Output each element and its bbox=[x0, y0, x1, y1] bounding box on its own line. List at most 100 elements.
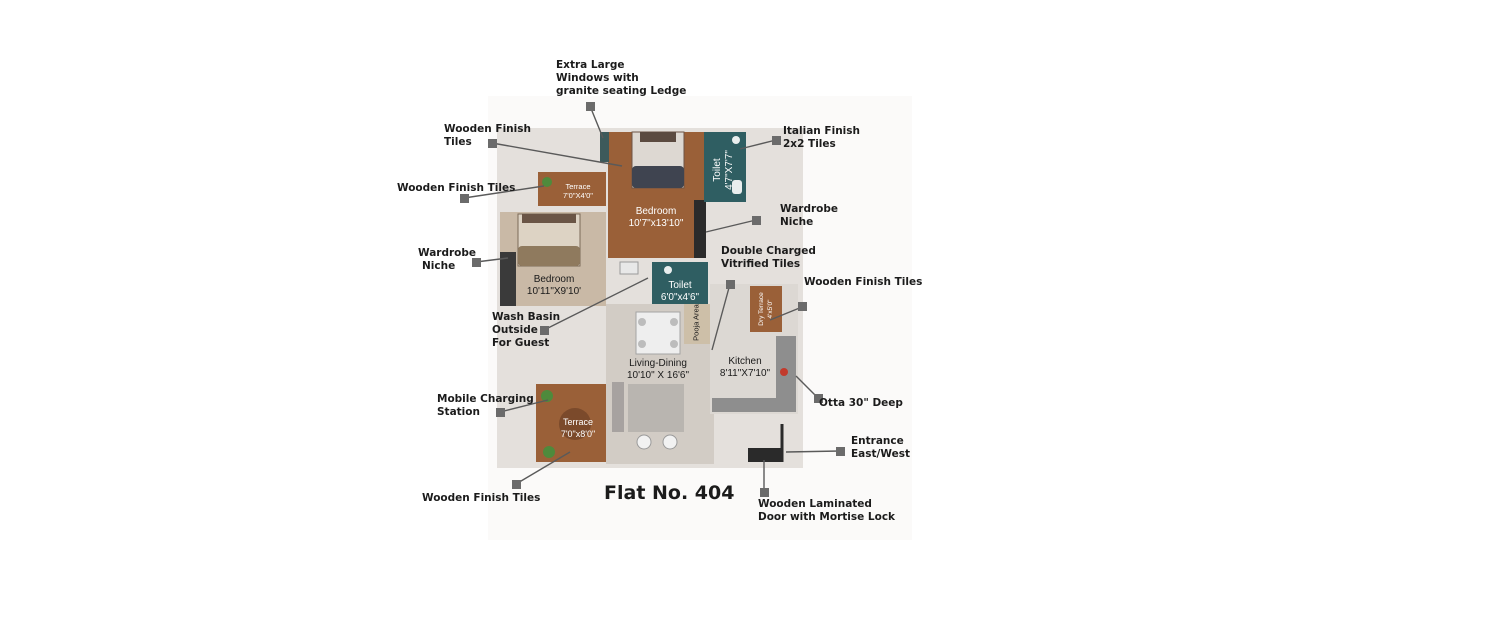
room-name: Toilet bbox=[668, 280, 692, 291]
callout-italian-tiles: Italian Finish 2x2 Tiles bbox=[783, 125, 860, 151]
callout-line: Double Charged bbox=[721, 245, 816, 257]
room-size: 6'0"x4'6" bbox=[660, 292, 700, 303]
second-bed-headboard bbox=[522, 214, 576, 223]
callout-door: Wooden Laminated Door with Mortise Lock bbox=[758, 498, 895, 524]
room-name: Pooja Area bbox=[691, 304, 701, 341]
callout-wood-tiles-bottom: Wooden Finish Tiles bbox=[422, 492, 540, 505]
room-label-living-dining: Living-Dining 10'10" X 16'6" bbox=[608, 358, 708, 382]
terrace-bottom-plant bbox=[541, 390, 553, 402]
room-label-bottom-terrace: Terrace 7'0"x8'0" bbox=[548, 416, 608, 440]
pooja-area-floor bbox=[684, 304, 710, 344]
callout-entrance: Entrance East/West bbox=[851, 435, 910, 461]
callout-line: Wardrobe bbox=[780, 203, 839, 215]
room-name: Bedroom bbox=[635, 206, 677, 217]
room-label-kitchen: Kitchen 8'11"X7'10" bbox=[712, 356, 778, 380]
room-size: 7'0"X4'0" bbox=[563, 191, 593, 200]
callout-line: East/West bbox=[851, 448, 910, 460]
callout-line: Wooden Finish Tiles bbox=[804, 276, 923, 288]
toilet-main-basin bbox=[732, 136, 740, 144]
callout-wardrobe-niche-right: Wardrobe Niche bbox=[780, 203, 838, 229]
callout-line: granite seating Ledge bbox=[556, 85, 687, 97]
living-chair bbox=[636, 434, 652, 450]
callout-wood-tiles-dry: Wooden Finish Tiles bbox=[804, 276, 922, 289]
room-name: Living-Dining bbox=[629, 358, 687, 369]
callout-line: Otta 30" Deep bbox=[819, 397, 903, 409]
room-name: Terrace bbox=[565, 182, 591, 191]
callout-line: Entrance bbox=[851, 435, 904, 447]
room-name: Bedroom bbox=[533, 274, 575, 285]
kitchen-platform-bottom bbox=[712, 398, 788, 412]
main-bed-blanket bbox=[632, 166, 684, 188]
callout-otta: Otta 30" Deep bbox=[819, 397, 903, 410]
callout-line: Wardrobe bbox=[418, 247, 477, 259]
room-size: 4'7"X7'7" bbox=[724, 150, 735, 190]
callout-line: Wooden Finish Tiles bbox=[397, 182, 516, 194]
callout-markers bbox=[460, 102, 845, 497]
callout-line: Wooden Laminated bbox=[758, 498, 872, 510]
dining-chair bbox=[638, 318, 646, 326]
callout-line: Tiles bbox=[444, 136, 472, 148]
room-label-second-bedroom: Bedroom 10'11"X9'10' bbox=[508, 274, 600, 298]
callout-wardrobe-niche-left: Wardrobe Niche bbox=[418, 247, 476, 273]
callout-line: Niche bbox=[422, 260, 456, 272]
living-sofa bbox=[612, 382, 624, 432]
room-name: Toilet bbox=[712, 158, 723, 182]
entrance-door bbox=[748, 448, 782, 462]
window-ledge bbox=[600, 132, 609, 162]
second-bed-blanket bbox=[518, 246, 580, 266]
room-size: 8'11"X7'10" bbox=[719, 368, 771, 379]
room-size: 10'11"X9'10' bbox=[526, 286, 582, 297]
callout-wood-tiles-bedroom: Wooden Finish Tiles bbox=[444, 123, 531, 149]
callout-line: For Guest bbox=[492, 337, 550, 349]
room-label-pooja: Pooja Area bbox=[692, 301, 701, 345]
callout-line: Wash Basin bbox=[492, 311, 561, 323]
room-name: Kitchen bbox=[728, 356, 762, 367]
callout-line: 2x2 Tiles bbox=[783, 138, 836, 150]
room-size: 10'10" X 16'6" bbox=[626, 370, 690, 381]
kitchen-hob bbox=[780, 368, 788, 376]
room-label-dry-terrace: Dry Terrace 4'x5'0" bbox=[757, 281, 775, 337]
dining-chair bbox=[638, 340, 646, 348]
callout-line: Station bbox=[437, 406, 480, 418]
room-label-main-bedroom: Bedroom 10'7"x13'10" bbox=[612, 206, 700, 230]
wardrobe-left bbox=[500, 252, 516, 306]
callout-line: Outside bbox=[492, 324, 538, 336]
callout-line: Italian Finish bbox=[783, 125, 860, 137]
room-size: 4'x5'0" bbox=[767, 299, 774, 319]
living-rug bbox=[628, 384, 684, 432]
callout-wash-basin: Wash Basin Outside For Guest bbox=[492, 311, 560, 350]
dry-terrace-floor bbox=[750, 286, 782, 332]
room-name: Dry Terrace bbox=[758, 292, 765, 326]
callout-line: Vitrified Tiles bbox=[721, 258, 801, 270]
terrace-bottom-plant bbox=[543, 446, 555, 458]
room-label-common-toilet: Toilet 6'0"x4'6" bbox=[652, 280, 708, 304]
plan-title: Flat No. 404 bbox=[604, 482, 735, 504]
callout-line: Windows with bbox=[556, 72, 639, 84]
dining-chair bbox=[670, 318, 678, 326]
callout-line: Mobile Charging bbox=[437, 393, 534, 405]
wash-basin bbox=[619, 261, 639, 275]
callout-mobile-charging: Mobile Charging Station bbox=[437, 393, 534, 419]
toilet-common-floor bbox=[652, 262, 708, 304]
dining-chair bbox=[670, 340, 678, 348]
toilet-main-wc bbox=[732, 180, 742, 194]
room-size: 7'0"x8'0" bbox=[560, 429, 596, 439]
callout-windows: Extra Large Windows with granite seating… bbox=[556, 59, 686, 98]
callout-line: Wooden Finish Tiles bbox=[422, 492, 541, 504]
terrace-top-plant bbox=[542, 177, 552, 187]
callout-wood-tiles-terrace: Wooden Finish Tiles bbox=[397, 182, 515, 195]
room-size: 10'7"x13'10" bbox=[628, 218, 684, 229]
callout-line: Door with Mortise Lock bbox=[758, 511, 896, 523]
callout-line: Niche bbox=[780, 216, 814, 228]
terrace-bottom-table bbox=[559, 408, 591, 440]
room-label-top-terrace: Terrace 7'0"X4'0" bbox=[548, 182, 608, 200]
callout-vitrified-tiles: Double Charged Vitrified Tiles bbox=[721, 245, 816, 271]
room-name: Terrace bbox=[562, 417, 593, 427]
callout-line: Wooden Finish bbox=[444, 123, 531, 135]
toilet-common-wc bbox=[664, 266, 672, 274]
room-label-main-toilet: Toilet 4'7"X7'7" bbox=[712, 132, 736, 208]
main-bed-headboard bbox=[640, 132, 676, 142]
callout-line: Extra Large bbox=[556, 59, 625, 71]
living-chair bbox=[662, 434, 678, 450]
